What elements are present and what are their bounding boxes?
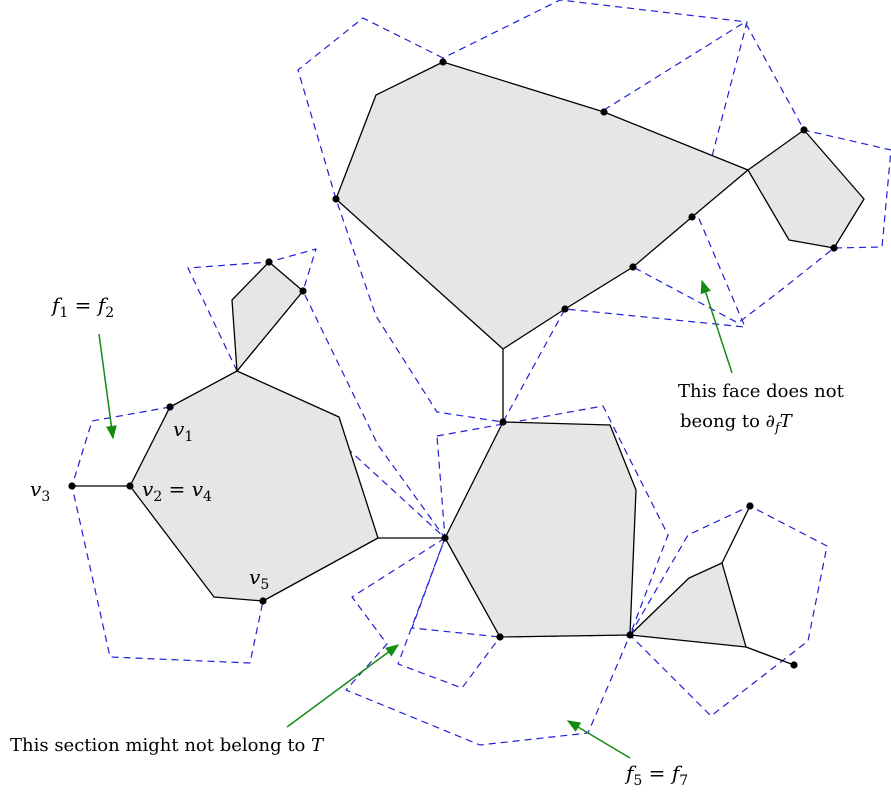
arrow-f5-f7 — [566, 720, 631, 759]
vertex-v1 — [166, 403, 174, 411]
vertex-v5 — [259, 597, 267, 605]
edge-right-pendant-top — [721, 505, 751, 564]
dashed-boundary-bottom-mid — [397, 537, 501, 689]
dashed-boundary-bottom-right — [629, 505, 828, 717]
vertex — [600, 108, 608, 116]
vertex — [265, 258, 273, 266]
vertex-v3 — [68, 482, 76, 490]
vertex — [626, 631, 634, 639]
vertex — [332, 195, 340, 203]
vertex — [441, 534, 449, 542]
label-v1: v1 — [173, 417, 193, 445]
label-v2-eq-v4: v2 = v4 — [142, 477, 212, 505]
face-top-large — [335, 61, 749, 350]
label-f1-eq-f2: f1 = f2 — [50, 293, 114, 321]
section-note: This section might not belong to T — [10, 735, 325, 756]
arrow-f1-f2 — [98, 333, 117, 440]
vertex — [746, 502, 754, 510]
annotation-arrows — [98, 279, 733, 759]
vertex — [790, 661, 798, 669]
vertex — [830, 244, 838, 252]
label-v5: v5 — [249, 565, 269, 593]
face-left-hexagon — [129, 370, 379, 602]
face-note-line2: beong to ∂fT — [680, 411, 794, 436]
label-v3: v3 — [30, 477, 50, 505]
shaded-faces — [129, 61, 865, 648]
label-f5-eq-f7: f5 = f7 — [624, 761, 688, 789]
edge-right-pendant-bottom — [745, 646, 795, 666]
arrow-section-note — [286, 644, 400, 728]
vertex — [629, 263, 637, 271]
vertex — [499, 418, 507, 426]
vertices — [68, 58, 838, 669]
face-bottom-right-triangle — [629, 562, 747, 648]
face-note-line1: This face does not — [678, 381, 845, 402]
vertex — [439, 58, 447, 66]
face-top-right-pentagon — [747, 129, 865, 249]
face-left-small — [231, 261, 304, 372]
vertex — [496, 633, 504, 641]
tree-edges — [72, 349, 795, 666]
face-center-hexagon — [444, 421, 637, 638]
vertex-v2 — [126, 482, 134, 490]
vertex — [688, 213, 696, 221]
arrow-face-note — [700, 279, 733, 374]
vertex — [561, 305, 569, 313]
vertex — [299, 287, 307, 295]
dashed-boundary-top — [297, 0, 748, 423]
vertex — [800, 126, 808, 134]
